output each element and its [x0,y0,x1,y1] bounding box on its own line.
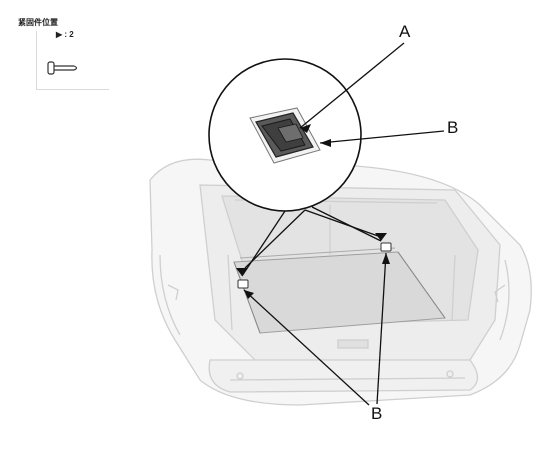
legend-quantity: ▶ : 2 [56,30,74,39]
fastener-legend [36,31,109,90]
callout-b-locations-label: B [371,404,383,423]
clip-location-right [375,233,392,252]
callout-a-label: A [399,22,411,41]
leader-lines [241,206,382,277]
callout-a-leader [299,42,405,133]
callout-b-detail-label: B [447,118,459,137]
callout-b-detail-leader [319,130,445,147]
legend-title: 紧固件位置 [18,18,58,27]
clip-location-left [236,268,249,289]
detail-view-circle [208,58,362,212]
clip-icon [47,61,78,75]
callout-b-locations-leader [243,252,390,406]
